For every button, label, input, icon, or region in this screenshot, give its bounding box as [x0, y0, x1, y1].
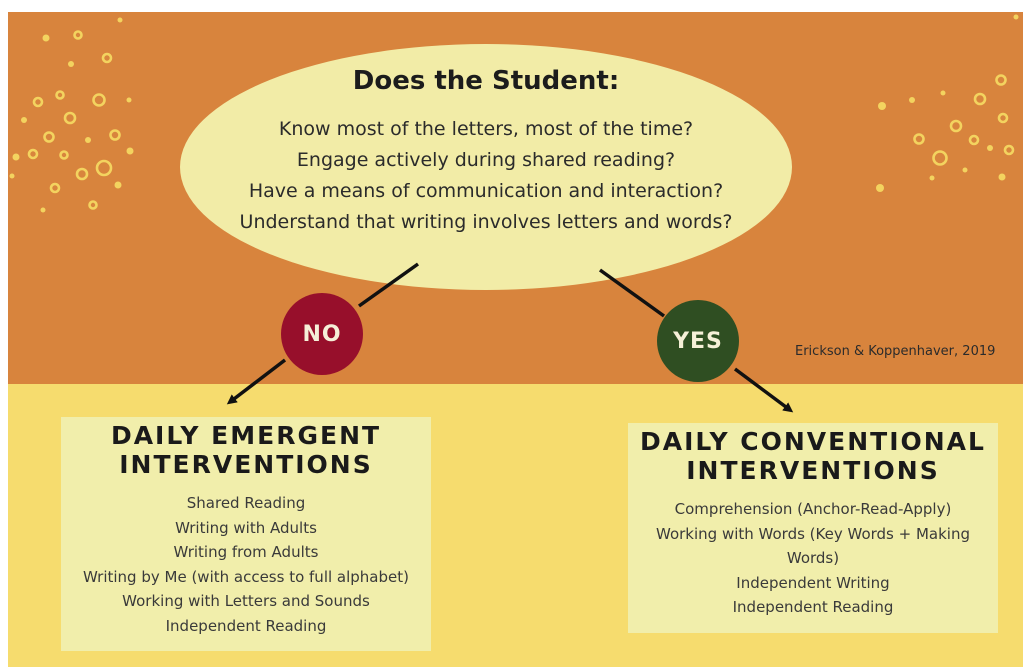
- yes-arrow-upper: [598, 268, 666, 318]
- emergent-item: Writing by Me (with access to full alpha…: [83, 567, 409, 586]
- question-item: Engage actively during shared reading?: [296, 149, 676, 171]
- emergent-item: Independent Reading: [165, 616, 327, 635]
- emergent-title-line: INTERVENTIONS: [119, 450, 373, 479]
- emergent-list: Shared Reading Writing with Adults Writi…: [61, 491, 431, 638]
- question-heading: Does the Student:: [352, 66, 620, 96]
- emergent-item: Shared Reading: [186, 494, 306, 512]
- conventional-item: Independent Writing: [736, 573, 890, 592]
- no-arrow-upper: [357, 262, 420, 308]
- conventional-item: Independent Reading: [732, 598, 894, 616]
- question-list: Know most of the letters, most of the ti…: [180, 114, 792, 238]
- emergent-item: Writing from Adults: [173, 543, 319, 561]
- emergent-item: Writing with Adults: [175, 518, 317, 537]
- conventional-item: Working with Words (Key Words + Making W…: [656, 524, 970, 568]
- no-decision-circle: NO: [281, 293, 363, 375]
- yes-decision-circle: YES: [657, 300, 739, 382]
- emergent-item: Working with Letters and Sounds: [122, 592, 370, 610]
- emergent-title-line: DAILY EMERGENT: [110, 421, 382, 450]
- yes-arrow-lower: [733, 367, 794, 413]
- emergent-title: DAILY EMERGENT INTERVENTIONS: [61, 417, 431, 479]
- conventional-title: DAILY CONVENTIONAL INTERVENTIONS: [628, 423, 998, 485]
- question-item: Know most of the letters, most of the ti…: [278, 118, 694, 140]
- question-item: Understand that writing involves letters…: [239, 211, 733, 233]
- emergent-interventions-box: DAILY EMERGENT INTERVENTIONS Shared Read…: [61, 417, 431, 651]
- conventional-item: Comprehension (Anchor-Read-Apply): [674, 500, 952, 518]
- no-arrow-lower: [226, 358, 287, 405]
- question-ellipse: [180, 44, 792, 290]
- conventional-list: Comprehension (Anchor-Read-Apply) Workin…: [628, 497, 998, 620]
- citation-text: Erickson & Koppenhaver, 2019: [795, 344, 996, 359]
- conventional-title-line: DAILY CONVENTIONAL: [640, 427, 986, 456]
- conventional-interventions-box: DAILY CONVENTIONAL INTERVENTIONS Compreh…: [628, 423, 998, 633]
- conventional-title-line: INTERVENTIONS: [686, 456, 940, 485]
- question-item: Have a means of communication and intera…: [248, 180, 724, 202]
